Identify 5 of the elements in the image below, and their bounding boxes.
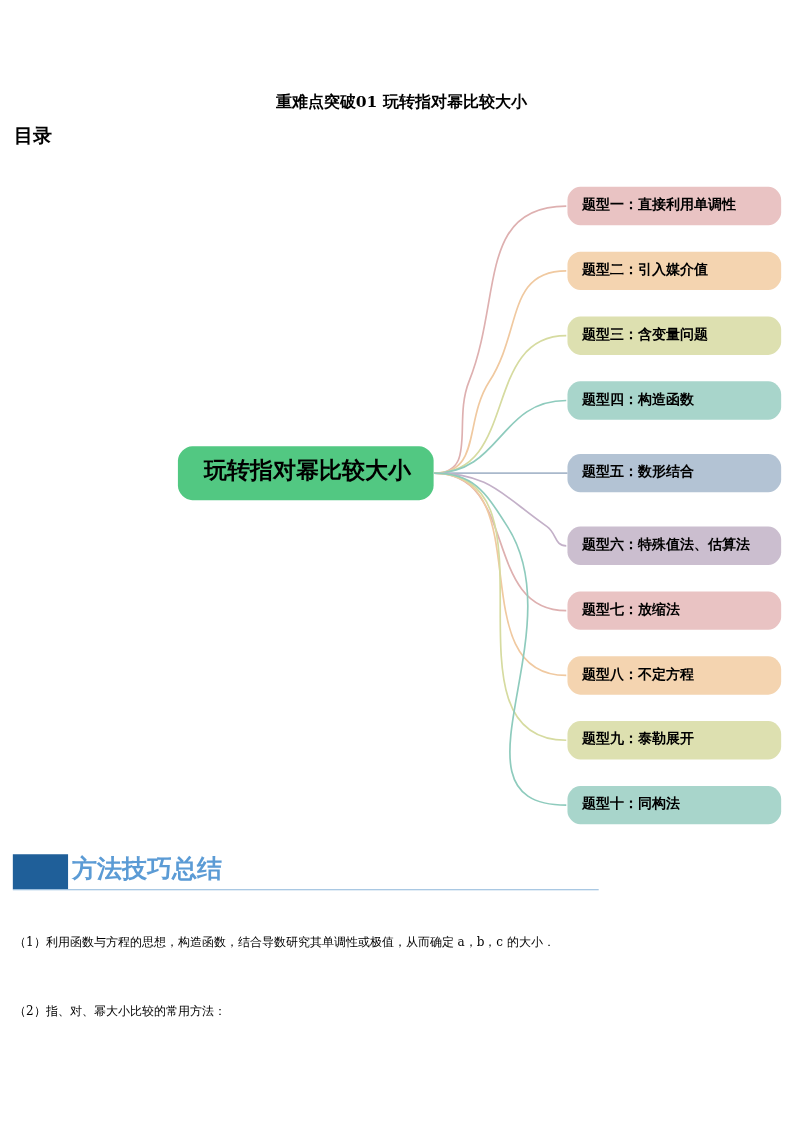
label: （2）指、对、幂大小比较的常用方法： [14,1003,226,1018]
label: （1）利用函数与方程的思想，构造函数，结合导数研究其单调性或极值，从而确定 a，b，c 的大小． [14,934,555,949]
label: 目录 [14,123,53,147]
label: 方法技巧总结 [71,852,222,883]
diagram-title: 重难点突破01 玩转指对幂比较大小 [275,91,527,111]
